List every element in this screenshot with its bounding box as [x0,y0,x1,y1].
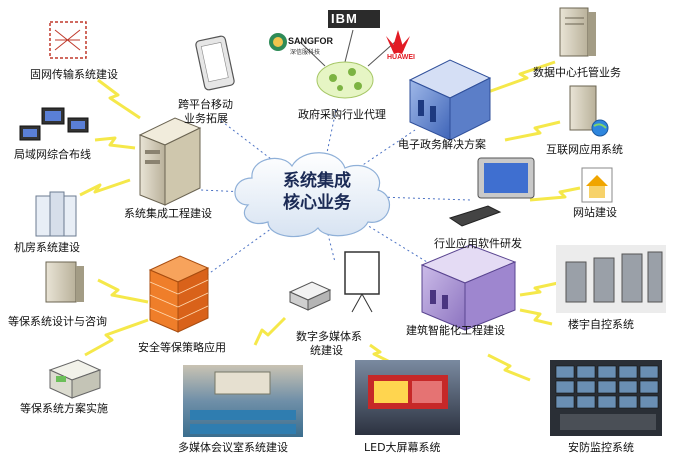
label-lan: 局域网综合布线 [14,148,91,161]
label-fixed-network: 固网传输系统建设 [30,68,118,81]
internet-server-icon [569,85,609,137]
label-meeting-room: 多媒体会议室系统建设 [178,441,288,454]
label-system-engineering: 系统集成工程建设 [124,207,212,220]
label-security-policy: 安全等保策略应用 [138,341,226,354]
label-multimedia-line2: 统建设 [310,344,343,357]
label-machine-room: 机房系统建设 [14,241,80,254]
ibm-logo: IBM [331,11,358,26]
huawei-logo: HUAWEI [387,54,415,61]
label-mlps-design: 等保系统设计与咨询 [8,315,107,328]
projector-icon [288,281,332,311]
label-building-control: 楼宇自控系统 [568,318,634,331]
server-cabinet-icon [138,117,202,206]
label-website: 网站建设 [573,206,617,219]
monitor-icon [448,157,535,227]
label-smart-building: 建筑智能化工程建设 [406,324,505,337]
label-internet-app: 互联网应用系统 [546,143,623,156]
machine-room-icon [35,191,77,237]
lightning-links [79,60,581,382]
mlps-server-icon [45,261,84,303]
turnstile-photo [556,245,666,313]
label-mlps-implementation: 等保系统方案实施 [20,402,108,415]
mlps-impl-icon [48,359,102,399]
website-house-icon [581,167,613,203]
label-data-center: 数据中心托管业务 [533,66,621,79]
label-led-screen: LED大屏幕系统 [364,441,441,454]
label-multimedia-line1: 数字多媒体系 [296,330,362,343]
surveillance-photo [550,360,662,436]
fixed-network-icon [49,21,87,59]
tablet-icon [195,35,235,91]
core-business-title: 系统集成 核心业务 [262,170,372,214]
led-screen-photo [355,360,460,435]
sangfor-sub-logo: 深信服科技 [290,50,321,56]
egov-building-icon [408,59,492,141]
lan-computers-icon [19,107,89,141]
meeting-room-photo [183,365,303,437]
label-gov-procurement: 政府采购行业代理 [298,108,386,121]
brand-hub [269,10,410,99]
sangfor-logo: SANGFOR [288,36,333,46]
firewall-icon [148,255,210,333]
center-cloud [234,152,390,238]
label-egov: 电子政务解决方案 [398,138,486,151]
datacenter-server-icon [559,7,596,57]
label-surveillance: 安防监控系统 [568,441,634,454]
core-title-line2: 核心业务 [283,193,351,213]
label-industry-software: 行业应用软件研发 [434,237,522,250]
core-title-line1: 系统集成 [283,171,351,191]
label-mobile-line2: 业务拓展 [184,112,228,125]
label-mobile-line1: 跨平台移动 [178,98,233,111]
projection-screen-icon [344,251,380,313]
smart-building-icon [420,244,517,331]
